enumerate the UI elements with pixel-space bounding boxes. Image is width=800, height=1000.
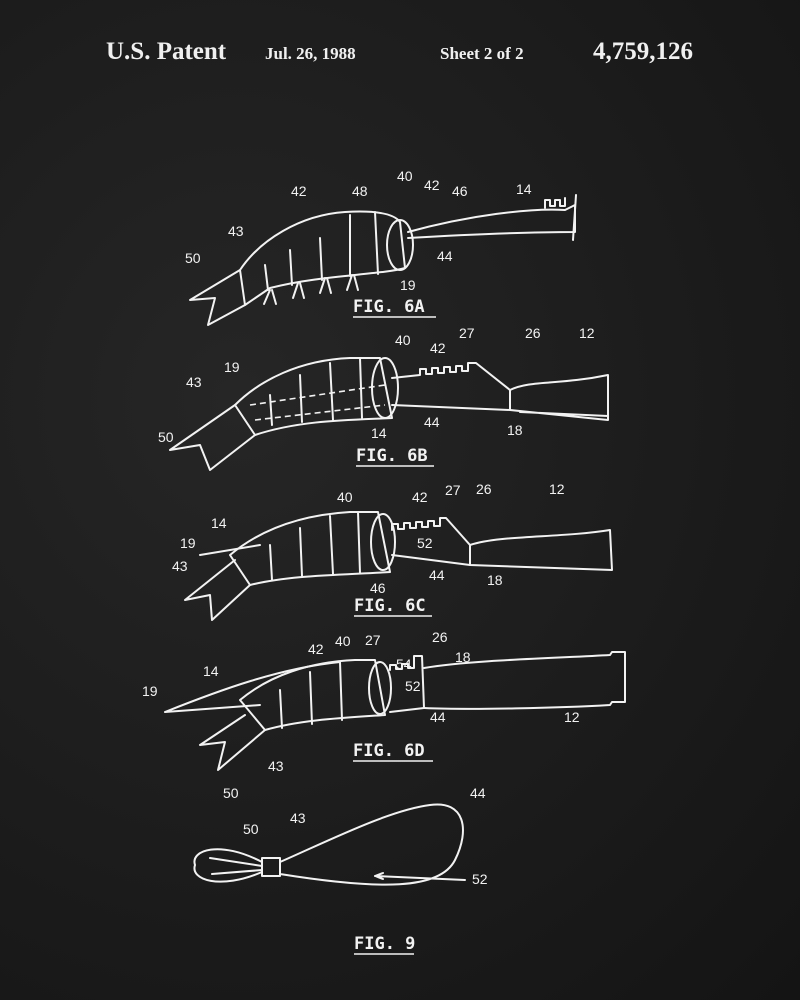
patent-title: U.S. Patent	[106, 38, 227, 65]
ref-label: 14	[203, 663, 219, 679]
patent-number: 4,759,126	[593, 38, 693, 65]
ref-label: 12	[579, 325, 595, 341]
ref-label: 12	[564, 709, 580, 725]
ref-label: 19	[142, 683, 158, 699]
figure-caption: FIG. 6D	[353, 741, 425, 761]
patent-date: Jul. 26, 1988	[265, 44, 356, 63]
ref-label: 40	[335, 633, 351, 649]
figure-9: 50 43 44 52 FIG. 9	[193, 785, 488, 955]
ref-label: 43	[186, 374, 202, 390]
ref-label: 12	[549, 481, 565, 497]
ref-label: 50	[185, 250, 201, 266]
ref-label: 52	[405, 678, 421, 694]
ref-label: 44	[424, 414, 440, 430]
figure-caption: FIG. 6A	[353, 297, 425, 317]
ref-label: 50	[223, 785, 239, 801]
ref-label: 50	[243, 821, 259, 837]
ref-label: 44	[470, 785, 486, 801]
ref-label: 40	[337, 489, 353, 505]
ref-label: 26	[476, 481, 492, 497]
ref-label: 44	[429, 567, 445, 583]
ref-label: 42	[412, 489, 428, 505]
shrimp-body-6a	[239, 210, 406, 306]
figure-6d: 42 40 27 26 18 54 52 14 19 44 12 43 50 F…	[142, 629, 626, 801]
ref-label: 18	[507, 422, 523, 438]
ref-label: 42	[308, 641, 324, 657]
ref-label: 14	[211, 515, 227, 531]
ref-label: 40	[397, 168, 413, 184]
ref-label: 14	[371, 425, 387, 441]
figure-6a: 42 43 50 48 40 42 46 14 44 19 FIG. 6A	[185, 168, 577, 326]
ref-label: 43	[228, 223, 244, 239]
ref-label: 18	[455, 649, 471, 665]
ref-label: 43	[268, 758, 284, 774]
ref-label: 14	[516, 181, 532, 197]
ref-label: 42	[424, 177, 440, 193]
ref-label: 42	[291, 183, 307, 199]
sheet-number: Sheet 2 of 2	[440, 44, 524, 63]
figure-6b: 40 42 27 26 12 19 43 50 44 14 18 FIG. 6B	[158, 325, 609, 471]
ref-label: 27	[445, 482, 461, 498]
ref-label: 26	[432, 629, 448, 645]
ref-label: 44	[437, 248, 453, 264]
figure-6c: 40 42 27 26 12 14 19 43 52 44 46 18 FIG.…	[172, 481, 613, 621]
ref-label: 19	[224, 359, 240, 375]
ref-label: 46	[370, 580, 386, 596]
figure-caption: FIG. 6C	[354, 596, 426, 616]
ref-label: 43	[172, 558, 188, 574]
ref-label: 52	[417, 535, 433, 551]
ref-label: 18	[487, 572, 503, 588]
ref-label: 48	[352, 183, 368, 199]
ref-label: 19	[400, 277, 416, 293]
ref-label: 52	[472, 871, 488, 887]
figure-caption: FIG. 6B	[356, 446, 428, 466]
ref-label: 44	[430, 709, 446, 725]
ref-label: 42	[430, 340, 446, 356]
ref-label: 40	[395, 332, 411, 348]
ref-label: 27	[459, 325, 475, 341]
ref-label: 43	[290, 810, 306, 826]
figure-caption: FIG. 9	[354, 934, 415, 954]
ref-label: 50	[158, 429, 174, 445]
ref-label: 46	[452, 183, 468, 199]
ref-label: 27	[365, 632, 381, 648]
ref-label: 54	[396, 656, 412, 672]
ref-label: 19	[180, 535, 196, 551]
ref-label: 26	[525, 325, 541, 341]
